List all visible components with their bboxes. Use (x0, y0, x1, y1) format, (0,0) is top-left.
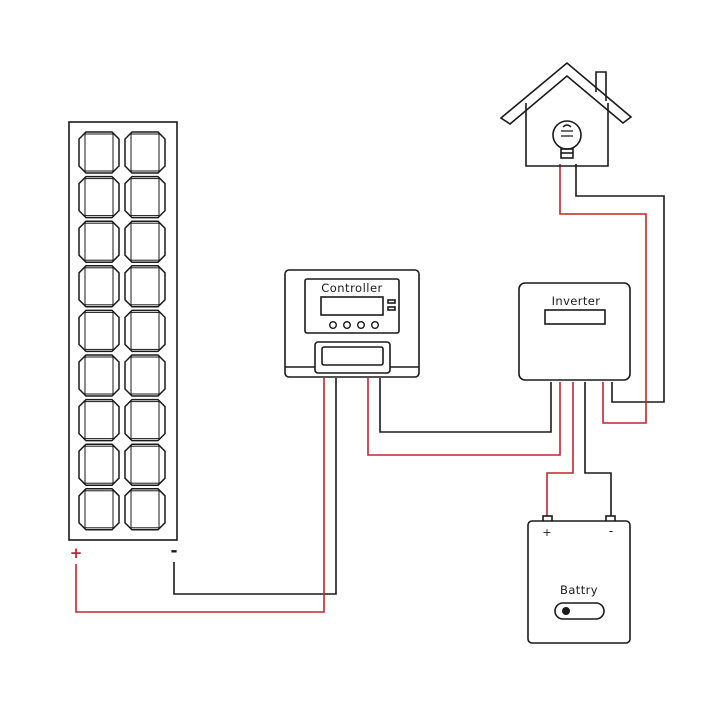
solar-cell-inner (130, 178, 160, 217)
wire-inverter-house-negative (575, 164, 665, 403)
controller-indicator-top (387, 299, 396, 304)
wire-panel-positive (75, 378, 325, 613)
battery-body (527, 520, 631, 644)
house-icon (499, 61, 633, 167)
solar-cell-inner (130, 311, 160, 350)
controller-button (329, 321, 338, 330)
wire-inverter-house-positive (559, 164, 647, 424)
solar-cell-inner (84, 490, 114, 529)
solar-cell-inner (84, 178, 114, 217)
wires (75, 164, 665, 613)
solar-cell-inner (130, 401, 160, 440)
solar-cell (78, 309, 120, 353)
house-chimney (595, 71, 607, 101)
battery-switch-knob (561, 606, 570, 615)
solar-cell (78, 398, 120, 442)
solar-cell-inner (84, 267, 114, 306)
solar-cell (124, 309, 166, 353)
inverter (518, 282, 631, 381)
solar-cell (78, 131, 120, 174)
inverter-display (544, 309, 606, 325)
solar-cell (124, 131, 166, 174)
solar-cells (78, 131, 166, 531)
controller-terminal-slot (321, 346, 384, 366)
bulb-filament (561, 124, 573, 137)
solar-cell (78, 220, 120, 263)
controller-indicator-bottom (387, 306, 396, 311)
solar-cell-inner (84, 356, 114, 395)
lightbulb-icon (552, 120, 582, 159)
solar-cell-inner (84, 401, 114, 440)
solar-cell-inner (130, 222, 160, 261)
controller-label: Controller (321, 281, 383, 295)
wire-inverter-battery-positive (546, 382, 574, 518)
wire-controller-inverter-negative (379, 378, 552, 433)
inverter-body (518, 282, 631, 381)
solar-cell-inner (130, 445, 160, 484)
solar-cell (124, 443, 166, 486)
charge-controller (284, 269, 420, 378)
controller-buttons (329, 321, 380, 330)
controller-button (371, 321, 380, 330)
solar-cell-inner (130, 133, 160, 172)
solar-cell (124, 354, 166, 397)
solar-cell (78, 265, 120, 308)
solar-panel: + - (68, 121, 178, 562)
solar-cell (78, 443, 120, 486)
solar-cell (124, 265, 166, 308)
controller-button (357, 321, 366, 330)
solar-cell (124, 220, 166, 263)
solar-cell-inner (84, 445, 114, 484)
battery-switch (554, 602, 605, 620)
house-roof (499, 61, 633, 125)
solar-cell-inner (84, 222, 114, 261)
solar-cell-inner (84, 133, 114, 172)
solar-cell (78, 175, 120, 219)
solar-cell-inner (130, 356, 160, 395)
battery (527, 515, 631, 644)
controller-display (320, 296, 384, 316)
battery-minus-label: - (609, 524, 613, 538)
solar-cell-inner (84, 311, 114, 350)
solar-cell (124, 175, 166, 219)
solar-cell-inner (130, 267, 160, 306)
panel-plus-terminal: + (70, 544, 83, 562)
controller-button (343, 321, 352, 330)
panel-minus-terminal: - (170, 541, 177, 561)
battery-label: Battry (560, 583, 598, 597)
wire-controller-inverter-positive (367, 378, 561, 456)
solar-cell (78, 354, 120, 397)
wire-inverter-battery-negative (584, 382, 612, 518)
solar-cell (124, 398, 166, 442)
solar-cell (78, 488, 120, 531)
wire-panel-negative (173, 378, 337, 595)
battery-plus-label: + (542, 526, 551, 539)
solar-cell-inner (130, 490, 160, 529)
inverter-label: Inverter (552, 294, 601, 308)
house-walls (525, 103, 609, 167)
solar-cell (124, 488, 166, 531)
